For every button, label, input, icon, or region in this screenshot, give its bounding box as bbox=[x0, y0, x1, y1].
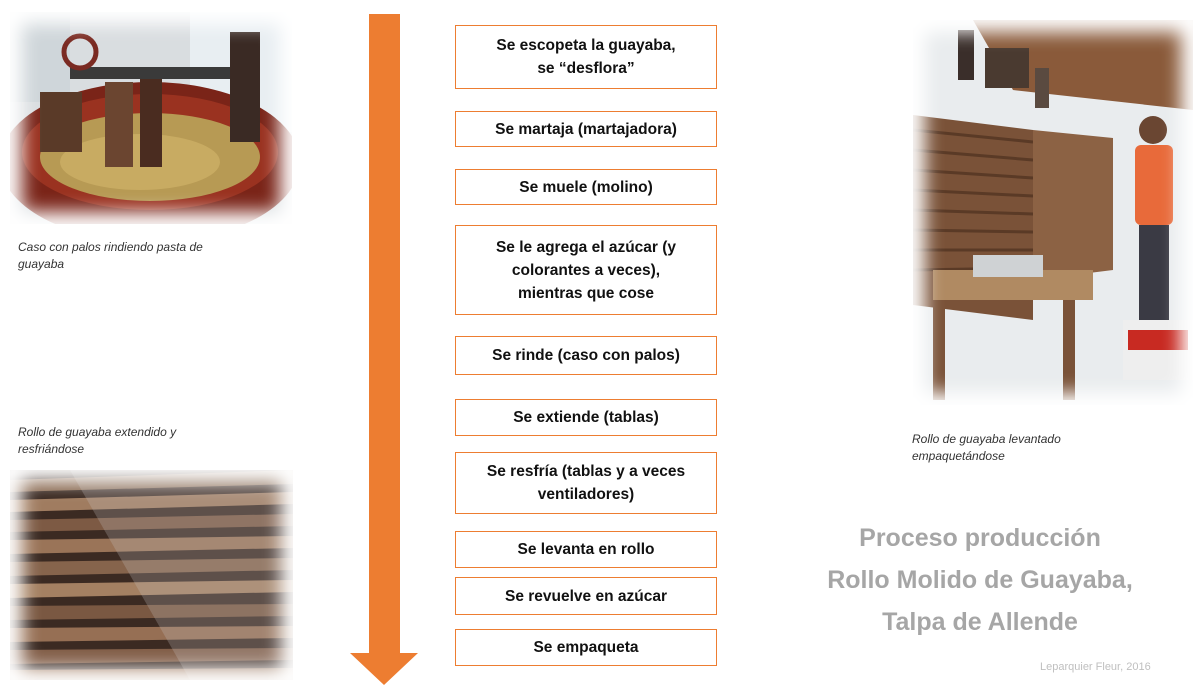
process-step-empaqueta: Se empaqueta bbox=[455, 629, 717, 666]
caption-line: guayaba bbox=[18, 257, 65, 271]
caption-stacked-boards: Rollo de guayaba extendido y resfriándos… bbox=[18, 424, 176, 458]
title-line: Talpa de Allende bbox=[882, 608, 1078, 636]
process-arrow-head bbox=[350, 653, 418, 685]
caption-line: Caso con palos rindiendo pasta de bbox=[18, 240, 203, 254]
caption-line: Rollo de guayaba levantado bbox=[912, 432, 1061, 446]
title-line: Proceso producción bbox=[859, 524, 1101, 552]
title-line: Rollo Molido de Guayaba, bbox=[827, 566, 1133, 594]
process-step-revuelve: Se revuelve en azúcar bbox=[455, 577, 717, 615]
photo-cooking-pot bbox=[10, 12, 292, 224]
process-arrow-shaft bbox=[369, 14, 400, 654]
process-step-levanta: Se levanta en rollo bbox=[455, 531, 717, 568]
caption-workshop: Rollo de guayaba levantado empaquetándos… bbox=[912, 431, 1061, 465]
process-step-desflora: Se escopeta la guayaba,se “desflora” bbox=[455, 25, 717, 89]
photo-workshop bbox=[913, 20, 1193, 405]
caption-line: Rollo de guayaba extendido y bbox=[18, 425, 177, 439]
process-step-martaja: Se martaja (martajadora) bbox=[455, 111, 717, 147]
process-step-rinde: Se rinde (caso con palos) bbox=[455, 336, 717, 375]
credit-text: Leparquier Fleur, 2016 bbox=[1040, 661, 1151, 673]
caption-line: empaquetándose bbox=[912, 449, 1005, 463]
caption-cooking-pot: Caso con palos rindiendo pasta de guayab… bbox=[18, 239, 203, 273]
slide-title: Proceso producción Rollo Molido de Guaya… bbox=[780, 517, 1180, 643]
photo-stacked-boards bbox=[10, 470, 293, 680]
process-step-muele: Se muele (molino) bbox=[455, 169, 717, 205]
caption-line: resfriándose bbox=[18, 442, 85, 456]
process-step-extiende: Se extiende (tablas) bbox=[455, 399, 717, 436]
